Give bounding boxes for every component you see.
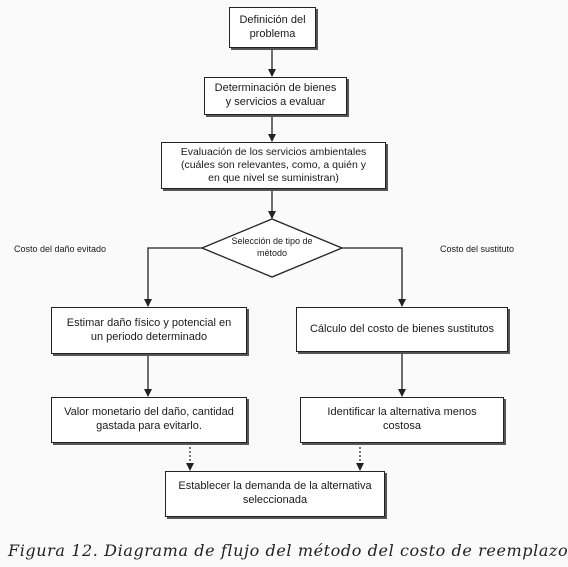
figure-caption: Figura 12. Diagrama de flujo del método … xyxy=(8,541,568,560)
node-establecer: Establecer la demanda de la alternativa … xyxy=(165,471,385,517)
branch-label-left: Costo del daño evitado xyxy=(14,244,107,254)
node-definicion: Definición del problema xyxy=(229,7,316,48)
node-estimar: Estimar daño físico y potencial en un pe… xyxy=(51,307,247,354)
node-identificar: Identificar la alternativa menos costosa xyxy=(300,397,504,443)
node-valor: Valor monetario del daño, cantidad gasta… xyxy=(51,397,247,443)
node-calculo: Cálculo del costo de bienes sustitutos xyxy=(296,307,508,352)
node-determinacion: Determinación de bienes y servicios a ev… xyxy=(204,77,347,115)
arrow-seleccion-calculo xyxy=(342,247,406,307)
branch-label-right: Costo del sustituto xyxy=(440,244,515,254)
node-seleccion-label: Selección de tipo de método xyxy=(231,236,313,258)
arrow-seleccion-estimar xyxy=(144,247,202,307)
node-evaluacion: Evaluación de los servicios ambientales … xyxy=(161,142,386,189)
decision-diamond xyxy=(200,218,344,278)
